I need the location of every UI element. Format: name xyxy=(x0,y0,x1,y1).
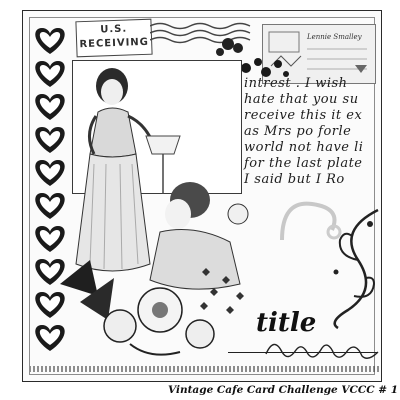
postmark-cancel-lines xyxy=(150,22,251,56)
postcard-image: Lennie Smalley xyxy=(262,24,376,84)
postcard-rule-lines xyxy=(307,48,367,73)
flower-bouquet xyxy=(60,203,249,356)
faded-swirl-ornament xyxy=(280,201,342,241)
heart-inner-icon xyxy=(39,263,61,279)
heart-inner-icon xyxy=(39,164,61,180)
ink-dots xyxy=(241,58,289,77)
letter-line: receive this it ex xyxy=(244,108,363,123)
standing-woman-figure xyxy=(75,68,156,272)
letter-line: intrest . I wish xyxy=(244,76,348,91)
heart-inner-icon xyxy=(39,296,61,312)
heart-inner-icon xyxy=(39,98,61,114)
heart-inner-icon xyxy=(39,329,61,345)
postcard-address: Lennie Smalley xyxy=(307,33,362,41)
stamp-line-1: U.S. xyxy=(100,23,128,36)
letter-line: world not have li xyxy=(244,140,364,155)
table-lamp xyxy=(145,135,181,194)
butterflies xyxy=(200,268,244,314)
footer-caption: Vintage Cafe Card Challenge VCCC # 1 xyxy=(168,384,399,396)
stamp-line-2: RECEIVING xyxy=(79,36,150,51)
signature-line xyxy=(228,352,378,353)
vintage-women-illustration xyxy=(60,68,249,356)
bottom-tick-border xyxy=(30,366,379,372)
heart-inner-icon xyxy=(39,230,61,246)
letter-line: for the last plate xyxy=(244,156,363,171)
heart-inner-icon xyxy=(39,65,61,81)
heart-border-strip xyxy=(35,28,65,351)
letter-line: I said but I Ro xyxy=(244,172,345,187)
card-title: title xyxy=(256,308,317,338)
heart-inner-icon xyxy=(39,131,61,147)
us-receiving-stamp: U.S. RECEIVING xyxy=(75,18,153,58)
letter-line: as Mrs po forle xyxy=(244,124,352,139)
seated-woman-figure xyxy=(149,182,241,290)
handwritten-letter: intrest . I wish hate that you su receiv… xyxy=(244,76,386,191)
handwritten-signature xyxy=(265,343,379,359)
card-inner-border xyxy=(29,17,375,375)
heart-inner-icon xyxy=(39,32,61,48)
swirl-flourish xyxy=(333,208,379,330)
letter-line: hate that you su xyxy=(244,92,359,107)
heart-inner-icon xyxy=(39,197,61,213)
